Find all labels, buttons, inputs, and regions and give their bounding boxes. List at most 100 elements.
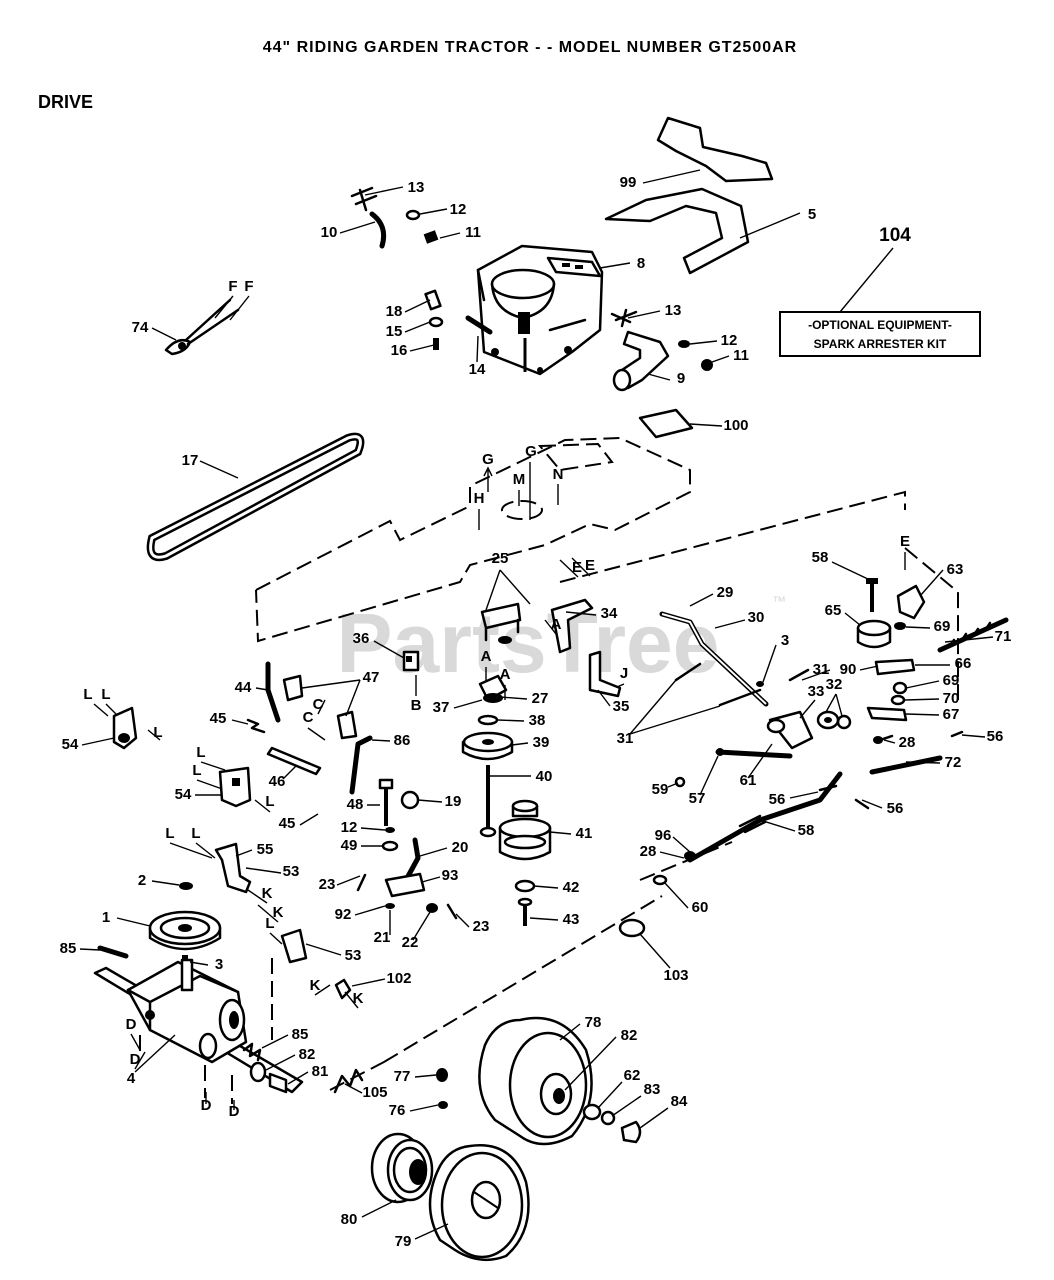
callout-label: 85 (60, 940, 77, 957)
callout-label: 49 (341, 837, 358, 854)
callout-label: 84 (671, 1093, 688, 1110)
callout-label: N (553, 466, 564, 483)
callout-label: L (153, 724, 162, 741)
parts-27-40-idler-pulley (461, 674, 514, 838)
part-78-rear-tire (478, 1016, 642, 1146)
callout-label: 74 (132, 319, 149, 336)
callout-label: 21 (374, 929, 391, 946)
callout-label: 85 (292, 1026, 309, 1043)
callout-label: 10 (321, 224, 338, 241)
callout-label: 78 (585, 1014, 602, 1031)
frame-outline (139, 436, 959, 1104)
part-29-shift-rod (659, 611, 769, 707)
callout-label: J (620, 665, 628, 682)
optional-equipment-heading: -OPTIONAL EQUIPMENT- (808, 318, 952, 332)
callout-label: L (192, 762, 201, 779)
part-36-clip (402, 650, 420, 672)
callout-label: L (265, 915, 274, 932)
callout-label: 45 (210, 710, 227, 727)
callout-label: E (585, 557, 595, 574)
callout-label: 56 (987, 728, 1004, 745)
callout-label: L (83, 686, 92, 703)
callout-label: 17 (182, 452, 199, 469)
callout-label: 100 (723, 417, 748, 434)
parts-31-33-bellcrank (674, 662, 852, 750)
callout-label: C (303, 709, 314, 726)
callout-label: 5 (808, 206, 816, 223)
callout-label: 59 (652, 781, 669, 798)
optional-equipment-box: -OPTIONAL EQUIPMENT- SPARK ARRESTER KIT (779, 311, 981, 357)
callout-label: L (196, 744, 205, 761)
part-79-front-tire (428, 1144, 530, 1262)
part-74-wire (164, 298, 240, 356)
callout-label: 65 (825, 602, 842, 619)
watermark: PartsTree ™ (337, 593, 786, 690)
callout-label: 55 (257, 841, 274, 858)
callout-label: 22 (402, 934, 419, 951)
callout-label: D (229, 1103, 240, 1120)
part-100-plate (638, 408, 694, 439)
callout-label: 12 (721, 332, 738, 349)
callout-label: 54 (62, 736, 79, 753)
callout-label: H (474, 490, 485, 507)
callout-label: 33 (808, 683, 825, 700)
callout-label: 42 (563, 879, 580, 896)
callout-label: D (126, 1016, 137, 1033)
parts-14-18-fasteners (424, 289, 493, 350)
callout-label: L (265, 793, 274, 810)
callout-label: B (411, 697, 422, 714)
callout-label: 41 (576, 825, 593, 842)
part-80-rear-hub (370, 1132, 434, 1204)
page-title: 44" RIDING GARDEN TRACTOR - - MODEL NUMB… (263, 39, 797, 56)
callout-label: 86 (394, 732, 411, 749)
callout-label: 102 (386, 970, 411, 987)
callout-label: 13 (408, 179, 425, 196)
callout-label: 18 (386, 303, 403, 320)
callout-label: 32 (826, 676, 843, 693)
callout-label: 82 (621, 1027, 638, 1044)
callout-label: 71 (995, 628, 1012, 645)
callout-label: 45 (279, 815, 296, 832)
callout-label: 12 (450, 201, 467, 218)
watermark-text: PartsTree (337, 596, 720, 690)
leader-lines (79, 169, 994, 1240)
callout-label: 67 (943, 706, 960, 723)
parts-63-71-brake-assembly (856, 578, 1009, 744)
callout-label: L (165, 825, 174, 842)
callout-label: 34 (601, 605, 618, 622)
callout-label: 8 (637, 255, 645, 272)
part-99-plate (656, 116, 774, 183)
callout-label: K (310, 977, 321, 994)
callout-label: 43 (563, 911, 580, 928)
callout-label: 39 (533, 734, 550, 751)
callout-label: C (313, 696, 324, 713)
callout-label: 20 (452, 839, 469, 856)
callout-label: 4 (127, 1070, 136, 1087)
callout-label: A (500, 666, 511, 683)
callout-label: K (353, 990, 364, 1007)
callout-label: M (513, 471, 526, 488)
callout-label: 12 (341, 819, 358, 836)
callout-label: 31 (617, 730, 634, 747)
callout-label: 27 (532, 690, 549, 707)
callout-label: 46 (269, 773, 286, 790)
part-1-transaxle-pulley (97, 882, 222, 967)
callout-label: 66 (955, 655, 972, 672)
callout-label: 23 (473, 918, 490, 935)
callout-label: 82 (299, 1046, 316, 1063)
callout-label: 56 (887, 800, 904, 817)
callout-label: 56 (769, 791, 786, 808)
callout-label: 53 (345, 947, 362, 964)
callout-label: 37 (433, 699, 450, 716)
callout-label: 11 (465, 224, 481, 241)
part-9-muffler-pipe (610, 308, 713, 392)
callout-label: 92 (335, 906, 352, 923)
callout-label: 3 (781, 632, 789, 649)
callout-label: 25 (492, 550, 509, 567)
part-4-transaxle (93, 958, 304, 1094)
reference-arrows (93, 295, 906, 1110)
part-25-bracket (480, 602, 522, 644)
callout-label: 31 (813, 661, 830, 678)
